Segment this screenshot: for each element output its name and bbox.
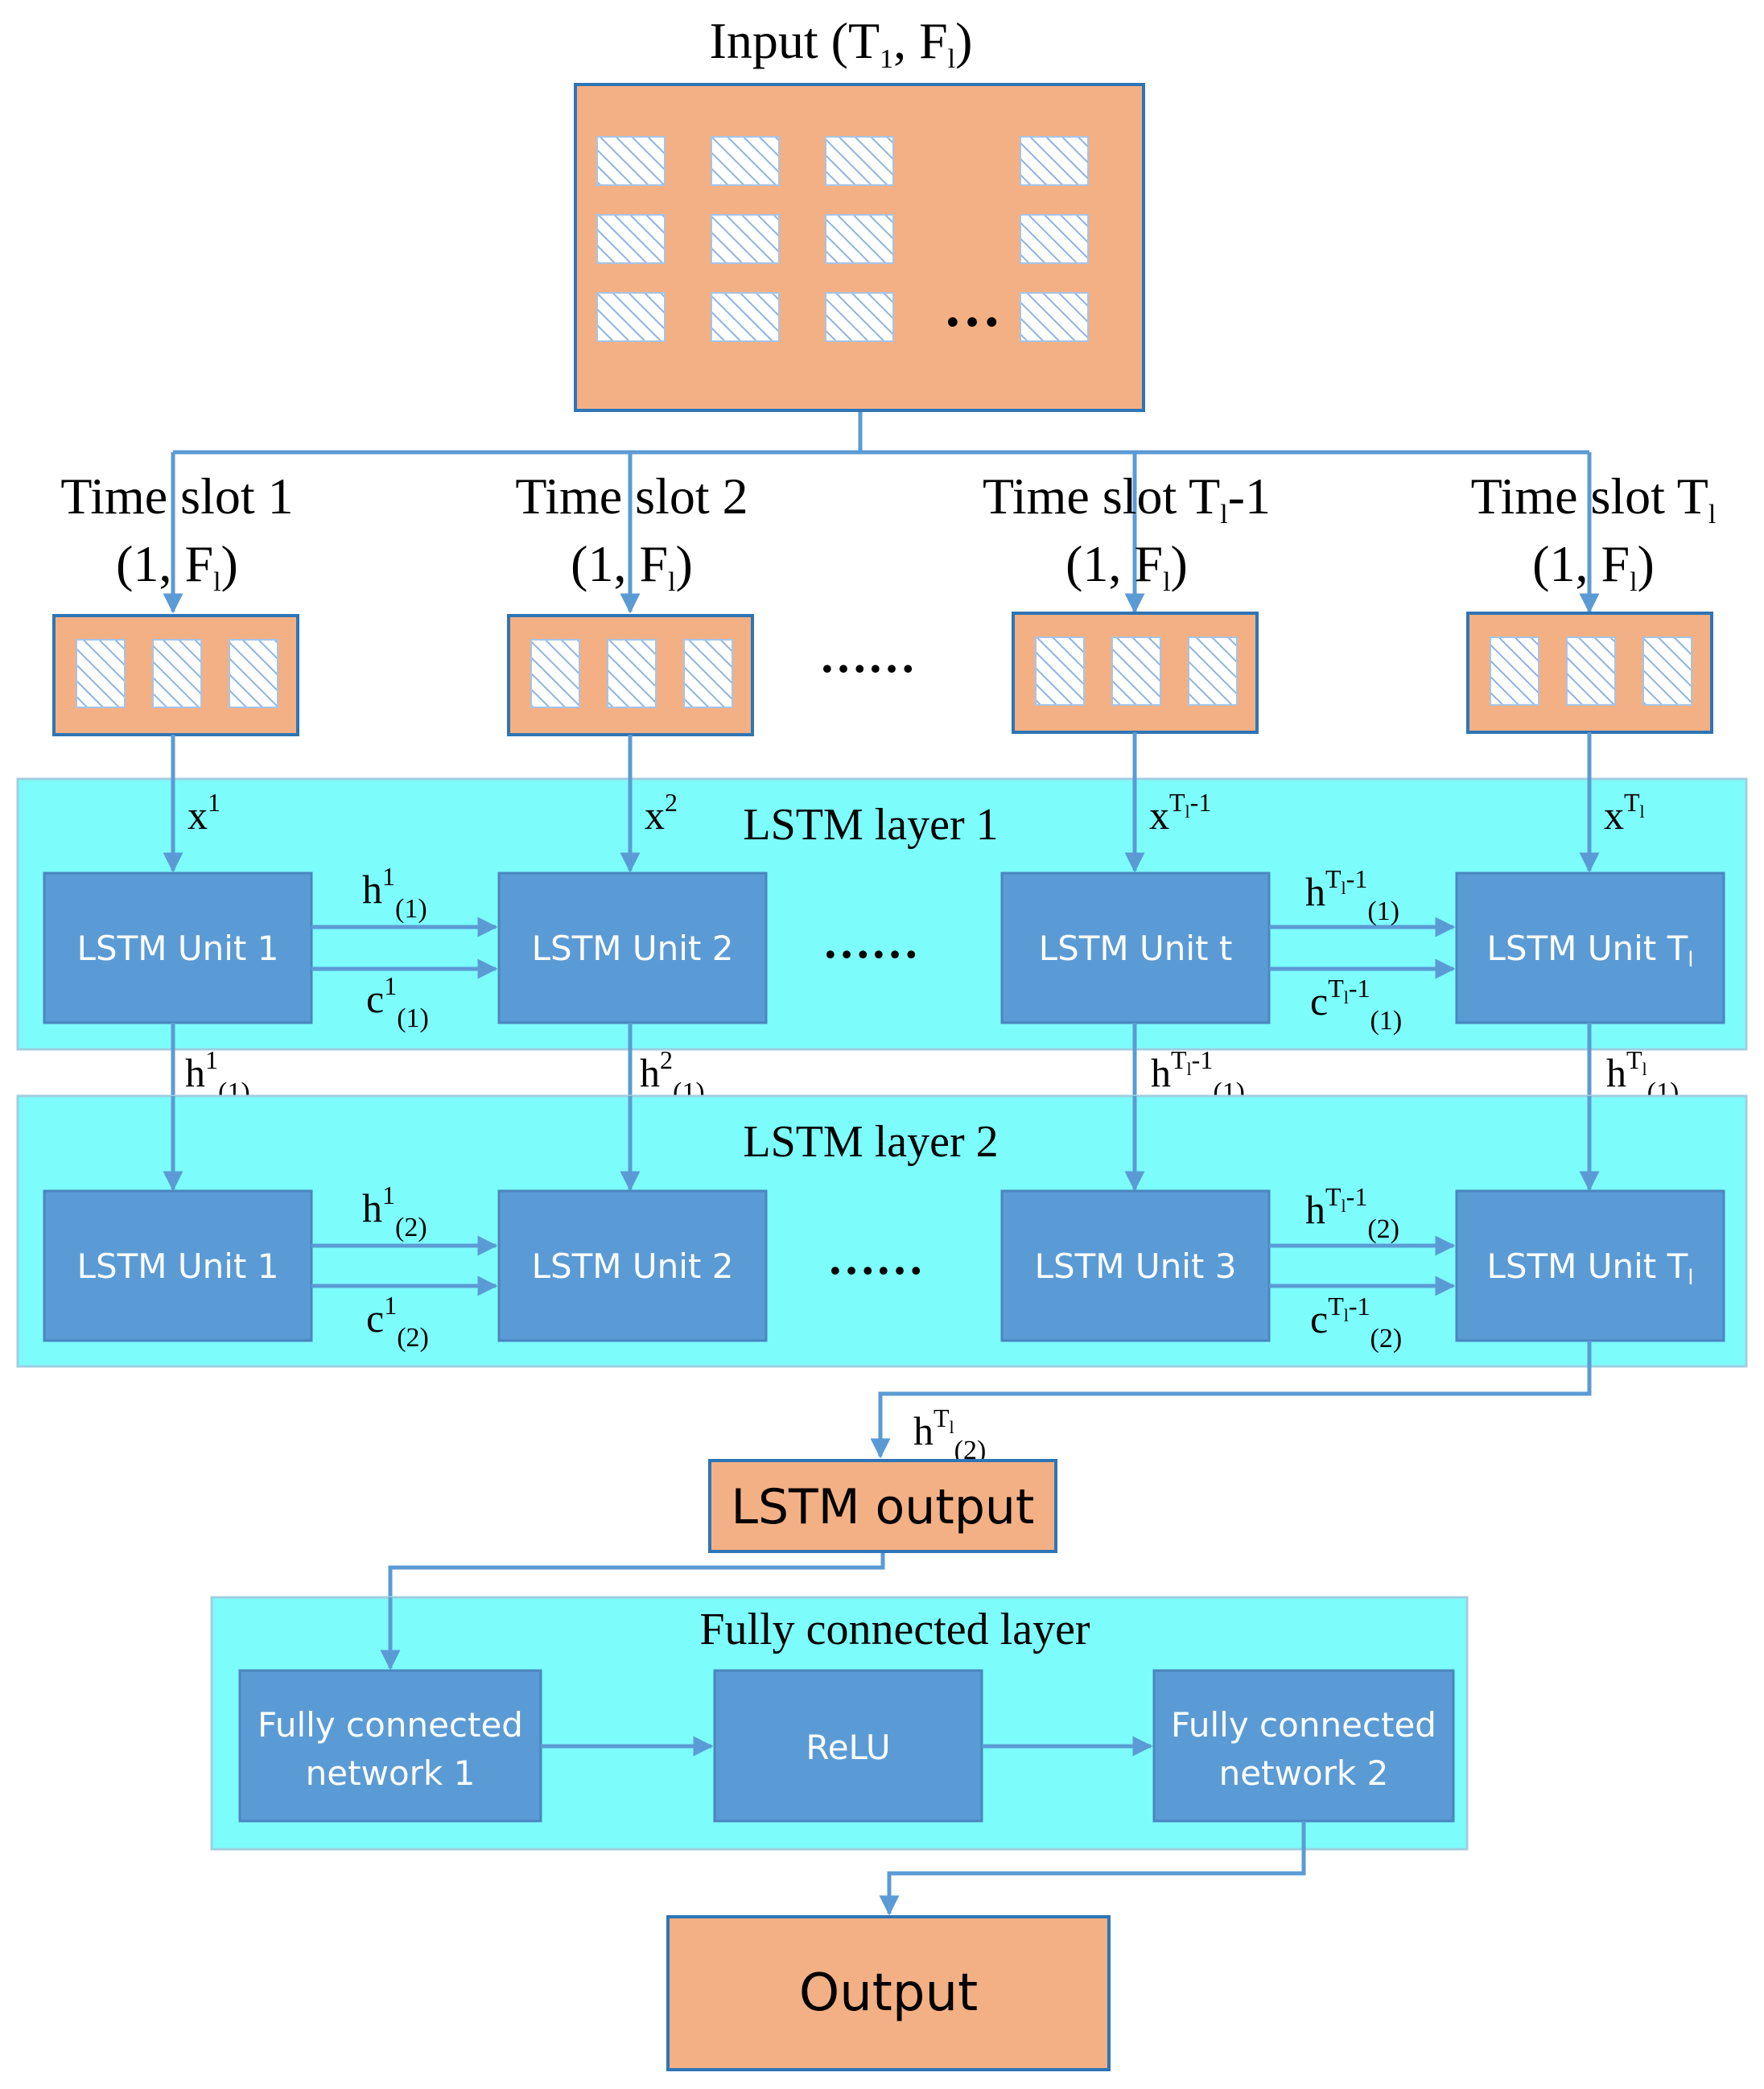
input-distribution-line: [173, 412, 1589, 455]
lstm-layer-2-title: LSTM layer 2: [743, 1117, 998, 1167]
input-cell: [1020, 136, 1089, 186]
time-slot-ellipsis: ……: [819, 629, 916, 682]
time-slot-t1m1-dims: (1, Fl): [1065, 535, 1188, 597]
layer1-h-right-label: hTl-1(1): [1305, 864, 1399, 926]
layer2-unit-2-label: LSTM Unit 2: [532, 1246, 734, 1286]
time-slot-cell: [152, 639, 202, 708]
fc-network-2-line2: network 2: [1219, 1753, 1389, 1793]
time-slot-cell: [1188, 637, 1238, 706]
input-title: Input (T1, Fl): [710, 12, 973, 74]
layer1-h-left-label: h1(1): [362, 862, 427, 924]
input-ellipsis: …: [943, 274, 1001, 339]
lstm-output-h-label: hTl(2): [913, 1403, 986, 1465]
input-cell-grid: [596, 136, 1089, 342]
layer2-c-right-label: cTl-1(2): [1310, 1292, 1402, 1354]
time-slot-cell: [1035, 637, 1085, 706]
layer2-unit-t1-label: LSTM Unit Tl: [1486, 1246, 1693, 1290]
time-slot-cell: [607, 639, 657, 708]
layer2-unit-t1: [1455, 1189, 1725, 1342]
input-cell: [825, 136, 894, 186]
layer2-unit-3: [1000, 1189, 1271, 1342]
input-cell: [596, 292, 666, 342]
time-slot-cell: [530, 639, 580, 708]
fc-network-1-line1: Fully connected: [258, 1705, 523, 1745]
fully-connected-title: Fully connected layer: [699, 1605, 1090, 1654]
layer2-unit-1: [43, 1189, 313, 1342]
layer1-unit-1-label: LSTM Unit 1: [77, 929, 279, 968]
layer1-unit-1: [43, 871, 313, 1024]
layer1-unit-t-label: LSTM Unit t: [1039, 929, 1233, 968]
time-slot-cell: [1566, 637, 1616, 706]
time-slot-1-title: Time slot 1: [60, 468, 293, 525]
input-cell: [1020, 292, 1089, 342]
time-slot-2-title: Time slot 2: [515, 468, 748, 525]
relu-box: [713, 1669, 983, 1823]
fc-network-2-line1: Fully connected: [1171, 1705, 1436, 1745]
input-cell: [825, 214, 894, 264]
layer2-unit-3-label: LSTM Unit 3: [1035, 1246, 1237, 1286]
arrow-to-output: [879, 1821, 1306, 1916]
layer1-unit-2-label: LSTM Unit 2: [532, 929, 734, 968]
layer1-unit-2: [497, 871, 768, 1024]
time-slot-cell: [76, 639, 126, 708]
time-slot-cell: [683, 639, 733, 708]
input-cell: [711, 214, 780, 264]
layer1-ellipsis: ……: [822, 915, 919, 968]
fc-network-1-box: [238, 1669, 542, 1823]
time-slot-cell: [1490, 637, 1539, 706]
lstm-output-box: [708, 1459, 1057, 1553]
relu-label: ReLU: [806, 1728, 890, 1767]
layer2-h-right-label: hTl-1(2): [1305, 1182, 1399, 1244]
x2-label: x2: [645, 788, 678, 838]
input-cell: [596, 136, 666, 186]
time-slot-t1-dims: (1, Fl): [1532, 535, 1655, 597]
layer2-ellipsis: ……: [827, 1231, 924, 1284]
fc-network-1-line2: network 1: [306, 1753, 476, 1793]
lstm-output-label: LSTM output: [732, 1479, 1035, 1535]
layer1-c-right-label: cTl-1(1): [1310, 974, 1402, 1036]
input-cell: [825, 292, 894, 342]
time-slot-cell: [229, 639, 278, 708]
time-slot-t1-title: Time slot Tl: [1471, 468, 1717, 529]
x1-label: x1: [188, 788, 220, 838]
layer2-unit-1-label: LSTM Unit 1: [77, 1246, 279, 1286]
time-slot-t1m1-title: Time slot Tl-1: [983, 468, 1271, 529]
xt1m1-label: xTl-1: [1149, 788, 1211, 838]
input-cell: [711, 136, 780, 186]
input-cell: [711, 292, 780, 342]
input-cell: [596, 214, 666, 264]
time-slot-1-dims: (1, Fl): [116, 535, 238, 597]
arrow-to-lstm-output: [870, 1341, 1592, 1459]
fc-network-2-box: [1152, 1669, 1455, 1823]
layer1-c-left-label: c1(1): [366, 971, 429, 1033]
xt1-label: xTl: [1604, 788, 1645, 838]
layer2-h-left-label: h1(2): [362, 1180, 427, 1242]
output-box: [666, 1915, 1111, 2071]
input-cell: [1020, 214, 1089, 264]
layer2-c-left-label: c1(2): [366, 1291, 429, 1353]
time-slot-cell: [1642, 637, 1692, 706]
layer2-unit-2: [497, 1189, 768, 1342]
time-slot-2-dims: (1, Fl): [571, 535, 693, 597]
time-slot-cells: [76, 637, 1692, 708]
layer1-unit-t1-label: LSTM Unit Tl: [1486, 929, 1693, 972]
time-slot-cell: [1111, 637, 1161, 706]
output-label: Output: [799, 1963, 978, 2023]
lstm-layer-1-title: LSTM layer 1: [743, 800, 998, 850]
layer1-unit-t: [1000, 871, 1271, 1024]
